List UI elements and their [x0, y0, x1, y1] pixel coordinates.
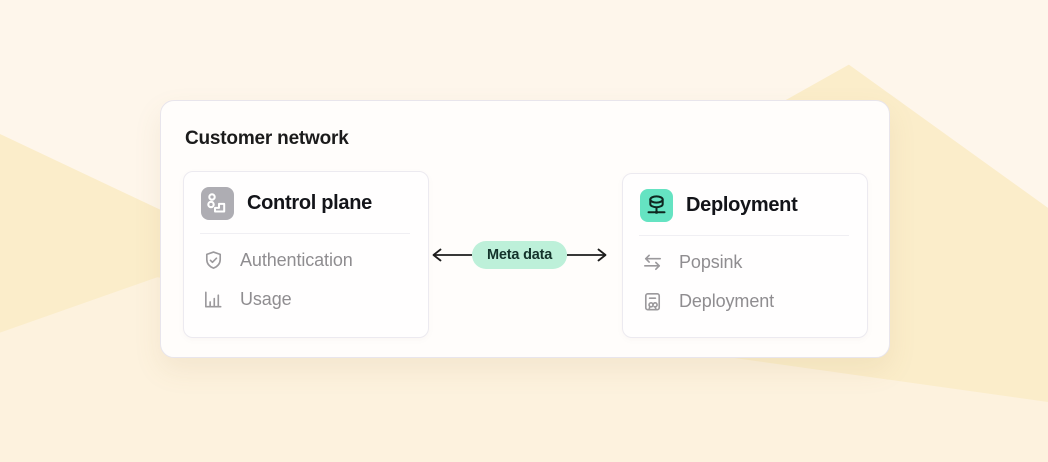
deployment-header: Deployment [639, 189, 849, 222]
list-item-label: Popsink [679, 252, 743, 272]
customer-network-title: Customer network [185, 128, 349, 149]
arrow-right-icon [567, 248, 607, 262]
list-item-deployment: Deployment [639, 284, 849, 320]
list-item-label: Usage [240, 289, 292, 309]
shield-check-icon [202, 249, 225, 272]
deployment-title: Deployment [686, 194, 798, 216]
deployment-card: Deployment Popsink [622, 173, 868, 338]
certificate-icon [641, 290, 664, 313]
database-network-icon [640, 189, 673, 222]
list-item-label: Deployment [679, 291, 775, 311]
control-plane-title: Control plane [247, 192, 372, 214]
divider [200, 233, 410, 234]
control-plane-header: Control plane [200, 187, 410, 220]
arrow-left-icon [432, 248, 472, 262]
control-plane-icon [201, 187, 234, 220]
list-item-authentication: Authentication [200, 243, 410, 279]
transfer-arrows-icon [641, 251, 664, 274]
list-item-label: Authentication [240, 250, 353, 270]
bar-chart-icon [202, 288, 225, 311]
control-plane-card: Control plane Authentication Usag [183, 171, 429, 338]
divider [639, 235, 849, 236]
list-item-popsink: Popsink [639, 245, 849, 281]
metadata-badge: Meta data [472, 241, 568, 269]
customer-network-card: Customer network Control plane Authentic… [160, 100, 890, 358]
metadata-connector: Meta data [430, 241, 618, 269]
list-item-usage: Usage [200, 282, 410, 318]
